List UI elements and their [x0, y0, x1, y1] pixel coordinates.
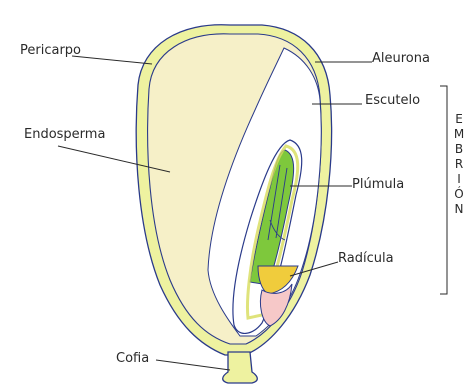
- label-radicula: Radícula: [338, 252, 394, 265]
- embrion-letter: N: [452, 202, 466, 217]
- embrion-letter: M: [452, 127, 466, 142]
- label-aleurona: Aleurona: [372, 52, 430, 65]
- label-cofia: Cofia: [116, 352, 149, 365]
- leader-cofia: [156, 360, 230, 370]
- label-pericarpo: Pericarpo: [20, 44, 81, 57]
- leader-pericarpo: [72, 56, 152, 64]
- embrion-letter: I: [452, 172, 466, 187]
- embrion-bracket: [440, 86, 447, 294]
- embrion-letter: B: [452, 142, 466, 157]
- cofia-shape: [223, 352, 258, 383]
- label-endosperma: Endosperma: [24, 128, 105, 141]
- label-embrion: E M B R I Ó N: [452, 112, 466, 217]
- embrion-letter: Ó: [452, 187, 466, 202]
- label-plumula: Plúmula: [352, 178, 404, 191]
- embrion-letter: R: [452, 157, 466, 172]
- embrion-letter: E: [452, 112, 466, 127]
- label-escutelo: Escutelo: [365, 94, 420, 107]
